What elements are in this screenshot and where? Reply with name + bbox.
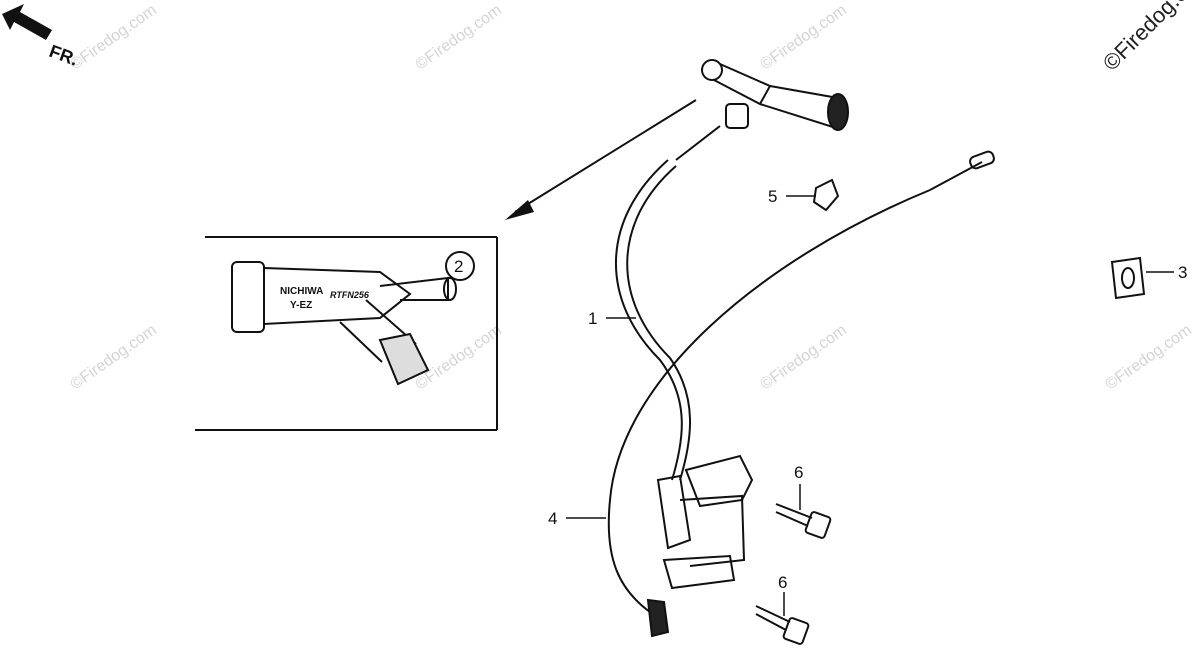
- callout-6-lower: 6: [778, 573, 787, 592]
- direction-arrow: [505, 99, 697, 220]
- clip-part: [812, 178, 840, 212]
- watermark: ©Firedog.com: [68, 2, 160, 74]
- ignition-coil-lead: [615, 59, 849, 481]
- watermark: ©Firedog.com: [1103, 322, 1195, 394]
- ignition-coil: [656, 454, 754, 590]
- callout-leaders: [566, 195, 1174, 616]
- watermark: ©Firedog.com: [68, 322, 160, 394]
- watermark: ©Firedog.com: [758, 322, 850, 394]
- bolt-upper: [775, 503, 832, 539]
- watermark: ©Firedog.com: [413, 322, 505, 394]
- bolt-lower: [755, 605, 810, 645]
- callout-6-upper: 6: [794, 463, 803, 482]
- inset-number-circle: [445, 251, 475, 281]
- callout-3: 3: [1178, 263, 1187, 282]
- watermark: ©Firedog.com: [413, 2, 505, 74]
- callout-1: 1: [588, 309, 597, 328]
- cap-text-line2: Y-EZ: [290, 300, 312, 311]
- grommet-part: [1110, 256, 1146, 300]
- stop-switch-wire: [607, 150, 995, 638]
- inset-number: 2: [454, 257, 463, 276]
- callout-4: 4: [548, 509, 557, 528]
- callout-5: 5: [768, 187, 777, 206]
- cap-text-part: RTFN256: [330, 290, 370, 300]
- inset-box: 2 NICHIWA Y-EZ RTFN256: [195, 236, 498, 431]
- front-arrow-icon: [2, 4, 52, 40]
- watermark: ©Firedog.com: [758, 2, 850, 74]
- plug-cap-drawing: [231, 261, 457, 386]
- corner-watermark: ©Firedog.com: [1098, 0, 1200, 76]
- watermarks: ©Firedog.com ©Firedog.com ©Firedog.com ©…: [68, 2, 1195, 394]
- cap-text-line1: NICHIWA: [280, 286, 323, 297]
